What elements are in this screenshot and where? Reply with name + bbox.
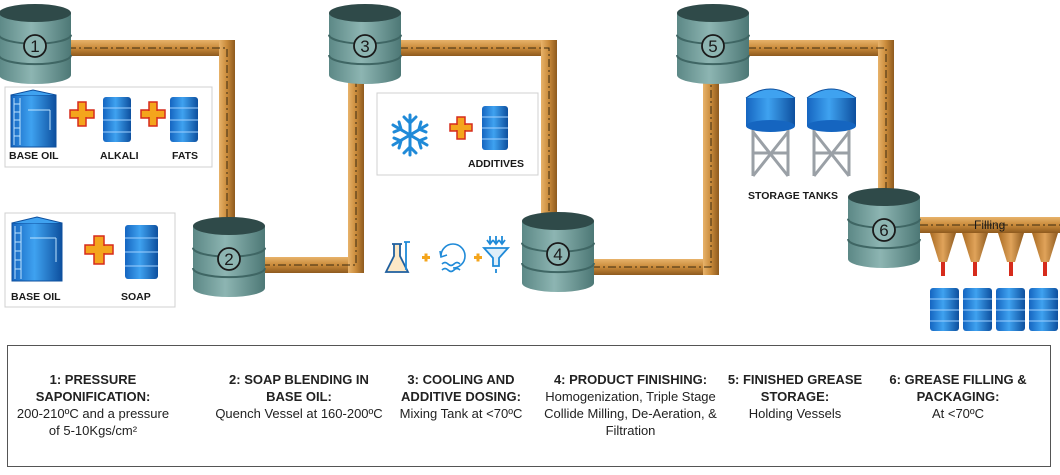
additives-drum-icon (482, 106, 508, 150)
vessel-number-badge (872, 218, 896, 242)
plus-icon (422, 253, 430, 262)
vessel-number: 6 (879, 221, 888, 240)
step-title: 1: PRESSURE SAPONIFICATION: (35, 372, 151, 404)
step-6-description: 6: GREASE FILLING & PACKAGING: At <70ºC (874, 371, 1042, 422)
vessels: 1 2 3 4 5 6 (0, 4, 921, 297)
step-1-description: 1: PRESSURE SAPONIFICATION: 200-210ºC an… (14, 371, 172, 439)
step-body: Holding Vessels (748, 406, 842, 421)
plus-icon (449, 116, 473, 140)
step-2-description: 2: SOAP BLENDING IN BASE OIL: Quench Ves… (214, 371, 384, 422)
storage-tank-icon (745, 88, 796, 177)
snowflake-icon (391, 113, 429, 157)
additives-label: ADDITIVES (468, 158, 524, 170)
fats-label: FATS (172, 150, 198, 162)
filling-nozzle (930, 233, 956, 276)
vessel-number: 4 (553, 245, 562, 264)
step-body: Homogenization, Triple Stage Collide Mil… (544, 389, 717, 438)
vessel-6: 6 (847, 188, 921, 268)
pipe-segment (541, 40, 557, 225)
filling-nozzle (998, 233, 1024, 276)
vessel-1: 1 (0, 4, 72, 84)
step-title: 3: COOLING AND ADDITIVE DOSING: (401, 372, 521, 404)
grease-drum-icon (930, 288, 959, 331)
filling-station: Filling (930, 218, 1058, 331)
step-4-description: 4: PRODUCT FINISHING: Homogenization, Tr… (543, 371, 718, 439)
vessel-number-badge (353, 34, 377, 58)
vessel-number-badge (546, 242, 570, 266)
filling-nozzle (962, 233, 988, 276)
grease-drum-icon (963, 288, 992, 331)
base-oil-label: BASE OIL (9, 150, 59, 162)
step-title: 4: PRODUCT FINISHING: (553, 372, 708, 387)
plus-icon (84, 235, 114, 265)
step-3-description: 3: COOLING AND ADDITIVE DOSING: Mixing T… (386, 371, 536, 422)
plus-icon (69, 101, 95, 127)
step-body: Quench Vessel at 160-200ºC (215, 406, 383, 421)
vessel-number-badge (701, 34, 725, 58)
vessel-number: 3 (360, 37, 369, 56)
process-diagram: 1 2 3 4 5 6 BASE OIL ALKALI FATS (0, 4, 1060, 331)
deaeration-icon (439, 243, 466, 273)
base-oil-label: BASE OIL (11, 291, 61, 303)
input-box-additives: ADDITIVES (376, 92, 539, 176)
vessel-4: 4 (521, 212, 595, 292)
fats-drum-icon (170, 97, 198, 142)
vessel-5: 5 (676, 4, 750, 84)
plus-icon (140, 101, 166, 127)
filter-icon (481, 236, 511, 273)
step-body: Mixing Tank at <70ºC (399, 406, 523, 421)
alkali-label: ALKALI (100, 150, 139, 162)
base-oil-tank-icon (11, 216, 63, 282)
step-title: 2: SOAP BLENDING IN BASE OIL: (229, 372, 369, 404)
vessel-number: 2 (224, 250, 233, 269)
vessel-number-badge (23, 34, 47, 58)
process-steps-legend: 1: PRESSURE SAPONIFICATION: 200-210ºC an… (7, 345, 1051, 467)
input-box-soap-blending: BASE OIL SOAP (4, 212, 176, 308)
step-title: 6: GREASE FILLING & PACKAGING: (889, 372, 1027, 404)
vessel-number-badge (217, 247, 241, 271)
pipe-segment (592, 259, 719, 275)
grease-drum-icon (996, 288, 1025, 331)
step-title: 5: FINISHED GREASE STORAGE: (727, 372, 863, 404)
pipe-segment (400, 40, 556, 56)
storage-tanks-label: STORAGE TANKS (748, 190, 838, 202)
grease-drum-icon (1029, 288, 1058, 331)
soap-drum-icon (125, 225, 158, 279)
step-5-description: 5: FINISHED GREASE STORAGE: Holding Vess… (722, 371, 868, 422)
base-oil-tank-icon (10, 89, 57, 148)
step-body: At <70ºC (931, 406, 985, 421)
filling-nozzle (1032, 233, 1058, 276)
soap-label: SOAP (121, 291, 151, 303)
step-body: 200-210ºC and a pressure of 5-10Kgs/cm² (16, 406, 170, 438)
pipe-segment (703, 60, 719, 275)
plus-icon (474, 253, 482, 262)
finishing-icons (384, 236, 511, 273)
flask-icon (384, 241, 410, 273)
vessel-number: 1 (30, 37, 39, 56)
vessel-2: 2 (192, 217, 266, 297)
filling-label: Filling (974, 218, 1005, 232)
vessel-3: 3 (328, 4, 402, 84)
alkali-drum-icon (103, 97, 131, 142)
storage-tanks: STORAGE TANKS (745, 88, 857, 202)
pipe-network (68, 40, 1060, 275)
storage-tank-icon (806, 88, 857, 177)
pipe-segment (748, 40, 893, 56)
vessel-number: 5 (708, 37, 717, 56)
input-box-saponification: BASE OIL ALKALI FATS (4, 86, 213, 168)
